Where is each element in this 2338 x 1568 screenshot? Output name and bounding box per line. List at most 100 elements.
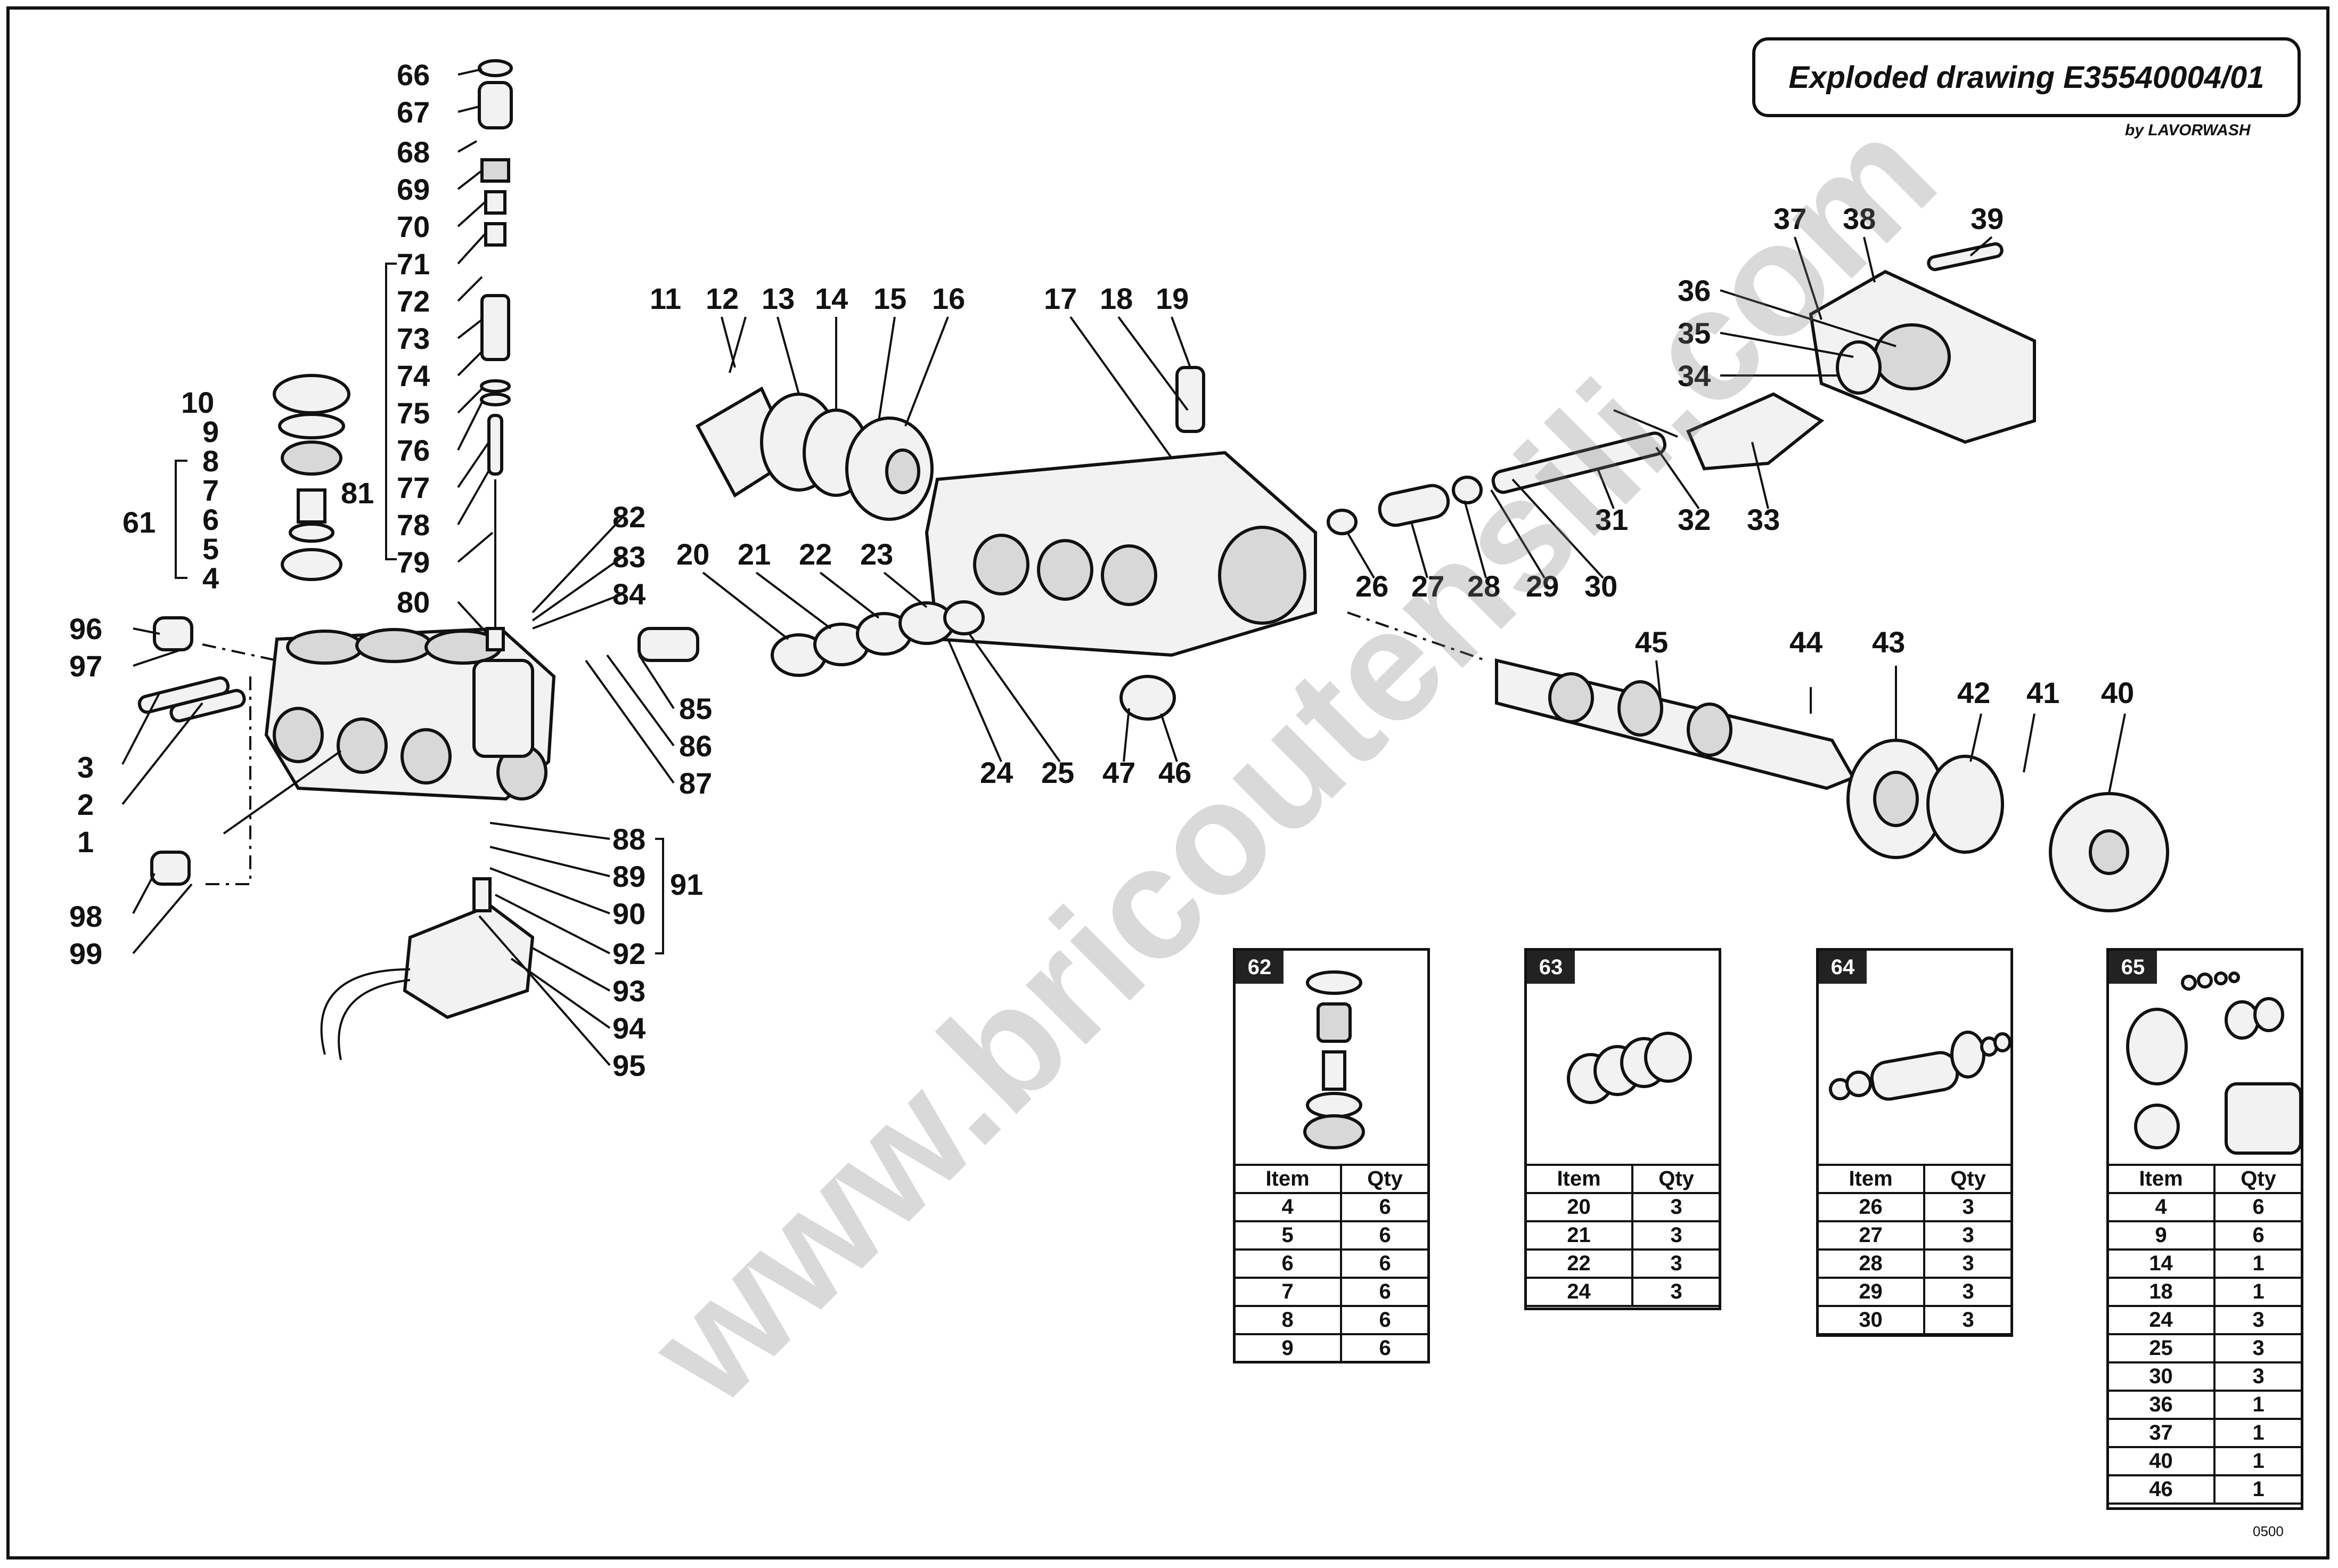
callout: 83 xyxy=(612,540,645,574)
callout: 16 xyxy=(932,282,965,315)
callout: 20 xyxy=(676,537,709,571)
callout: 91 xyxy=(670,868,703,901)
callout: 82 xyxy=(612,500,645,534)
plunger-part xyxy=(1327,431,1666,535)
table-cell: 6 xyxy=(2213,1192,2303,1222)
callout: 75 xyxy=(397,396,430,430)
kit-id: 64 xyxy=(1819,951,1867,984)
crankshaft-part xyxy=(1495,658,2169,912)
callout: 76 xyxy=(397,434,430,467)
callout: 36 xyxy=(1678,274,1711,307)
table-cell: 30 xyxy=(1816,1305,1926,1335)
table-cell: 36 xyxy=(2106,1390,2216,1420)
callout: 71 xyxy=(397,247,430,281)
table-cell: 24 xyxy=(1524,1277,1634,1307)
callout: 80 xyxy=(397,585,430,619)
piston-seals-part xyxy=(771,600,985,677)
callout: 6 xyxy=(202,503,219,536)
callout: 35 xyxy=(1678,316,1711,350)
callout: 37 xyxy=(1773,202,1806,235)
table-cell: 3 xyxy=(1923,1248,2013,1279)
table-cell: 1 xyxy=(2213,1248,2303,1279)
kit-illustration xyxy=(1829,1031,2012,1101)
callout: 61 xyxy=(122,505,156,539)
callout: 9 xyxy=(202,415,219,448)
table-cell: 3 xyxy=(1923,1220,2013,1251)
kit-id: 65 xyxy=(2109,951,2157,984)
callout: 11 xyxy=(650,282,681,315)
table-cell: 1 xyxy=(2213,1446,2303,1476)
callout: 2 xyxy=(77,788,94,821)
table-cell: 9 xyxy=(1232,1333,1343,1363)
table-cell: 7 xyxy=(1232,1277,1343,1307)
table-cell: 21 xyxy=(1524,1220,1634,1251)
table-cell: 22 xyxy=(1524,1248,1634,1279)
callout: 14 xyxy=(815,282,848,315)
callout: 89 xyxy=(612,860,645,893)
callout: 30 xyxy=(1584,569,1617,603)
table-cell: 25 xyxy=(2106,1333,2216,1363)
callout: 18 xyxy=(1100,282,1133,315)
callout: 86 xyxy=(679,729,712,763)
callout: 67 xyxy=(397,95,430,129)
callout: 27 xyxy=(1411,569,1444,603)
valve-stack-part xyxy=(478,59,513,651)
byline: by LAVORWASH xyxy=(2125,121,2251,139)
callout: 41 xyxy=(2026,676,2059,709)
callout: 10 xyxy=(181,386,214,419)
callout: 4 xyxy=(202,561,219,595)
callout: 28 xyxy=(1467,569,1500,603)
callout: 90 xyxy=(612,897,645,930)
table-cell: 1 xyxy=(2213,1390,2303,1420)
table-cell: 3 xyxy=(2213,1305,2303,1335)
callout: 69 xyxy=(397,173,430,206)
drawing-title: Exploded drawing E35540004/01 xyxy=(1788,60,2265,95)
callout: 97 xyxy=(69,649,102,683)
table-cell: 3 xyxy=(1631,1248,1721,1279)
table-cell: 20 xyxy=(1524,1192,1634,1222)
callout: 79 xyxy=(397,545,430,579)
callout: 94 xyxy=(612,1011,645,1045)
table-cell: 46 xyxy=(2106,1474,2216,1505)
table-header: Item xyxy=(1524,1164,1634,1194)
callout: 38 xyxy=(1843,202,1876,235)
callout: 46 xyxy=(1158,756,1191,789)
callout: 3 xyxy=(77,750,94,784)
table-cell: 18 xyxy=(2106,1277,2216,1307)
table-cell: 6 xyxy=(1340,1305,1430,1335)
callout: 84 xyxy=(612,577,645,611)
side-plugs-part xyxy=(137,616,246,886)
callout: 1 xyxy=(77,825,94,859)
table-cell: 14 xyxy=(2106,1248,2216,1279)
table-cell: 27 xyxy=(1816,1220,1926,1251)
table-cell: 28 xyxy=(1816,1248,1926,1279)
table-cell: 8 xyxy=(1232,1305,1343,1335)
table-header: Item xyxy=(1232,1164,1343,1194)
table-cell: 26 xyxy=(1816,1192,1926,1222)
callout: 23 xyxy=(860,537,893,571)
callout: 19 xyxy=(1156,282,1189,315)
callout: 78 xyxy=(397,508,430,542)
oil-plug-part xyxy=(1119,675,1176,721)
kit-illustration xyxy=(1567,1032,1692,1104)
callout: 72 xyxy=(397,284,430,318)
